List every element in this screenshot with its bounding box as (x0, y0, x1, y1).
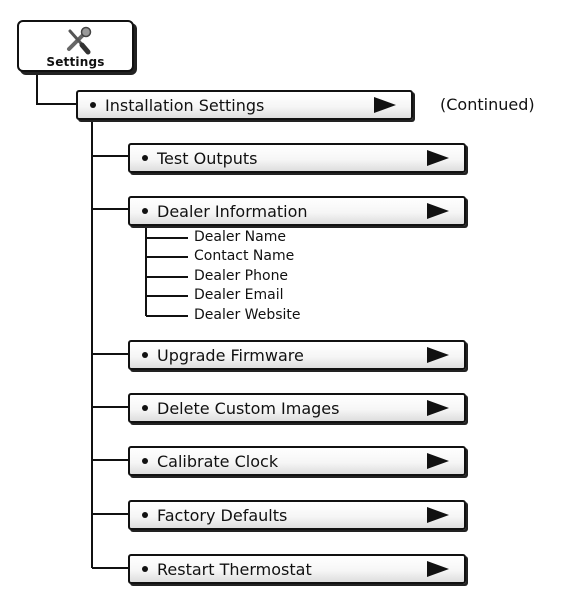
menu-item-label: Factory Defaults (157, 506, 288, 525)
dealer-email-label: Dealer Email (194, 287, 284, 303)
menu-item-label: Upgrade Firmware (157, 346, 304, 365)
factory-defaults-button[interactable]: Factory Defaults (128, 500, 466, 530)
wrench-screwdriver-icon (67, 26, 92, 55)
dealer-name-label: Dealer Name (194, 229, 286, 245)
settings-button[interactable]: Settings (17, 20, 134, 72)
restart-thermostat-button[interactable]: Restart Thermostat (128, 554, 466, 584)
upgrade-firmware-button[interactable]: Upgrade Firmware (128, 340, 466, 370)
contact-name-label: Contact Name (194, 248, 295, 264)
dealer-website-label: Dealer Website (194, 307, 301, 323)
calibrate-clock-button[interactable]: Calibrate Clock (128, 446, 466, 476)
bullet-icon (142, 352, 148, 358)
bullet-icon (142, 405, 148, 411)
arrow-right-icon (427, 347, 449, 363)
delete-custom-images-button[interactable]: Delete Custom Images (128, 393, 466, 423)
arrow-right-icon (427, 507, 449, 523)
dealer-information-button[interactable]: Dealer Information (128, 196, 466, 226)
arrow-right-icon (427, 453, 449, 469)
menu-item-label: Restart Thermostat (157, 560, 312, 579)
menu-item-label: Dealer Information (157, 202, 308, 221)
bullet-icon (142, 512, 148, 518)
menu-item-label: Calibrate Clock (157, 452, 279, 471)
arrow-right-icon (427, 150, 449, 166)
bullet-icon (90, 102, 96, 108)
menu-item-label: Test Outputs (157, 149, 258, 168)
arrow-right-icon (427, 400, 449, 416)
dealer-phone-label: Dealer Phone (194, 268, 289, 284)
bullet-icon (142, 566, 148, 572)
test-outputs-button[interactable]: Test Outputs (128, 143, 466, 173)
continued-note: (Continued) (440, 95, 535, 114)
bullet-icon (142, 155, 148, 161)
menu-item-label: Delete Custom Images (157, 399, 340, 418)
arrow-right-icon (427, 561, 449, 577)
bullet-icon (142, 208, 148, 214)
bullet-icon (142, 458, 148, 464)
installation-settings-label: Installation Settings (105, 96, 265, 115)
settings-label: Settings (46, 55, 105, 69)
installation-settings-button[interactable]: Installation Settings (76, 90, 413, 120)
arrow-right-icon (427, 203, 449, 219)
arrow-right-icon (374, 97, 396, 113)
